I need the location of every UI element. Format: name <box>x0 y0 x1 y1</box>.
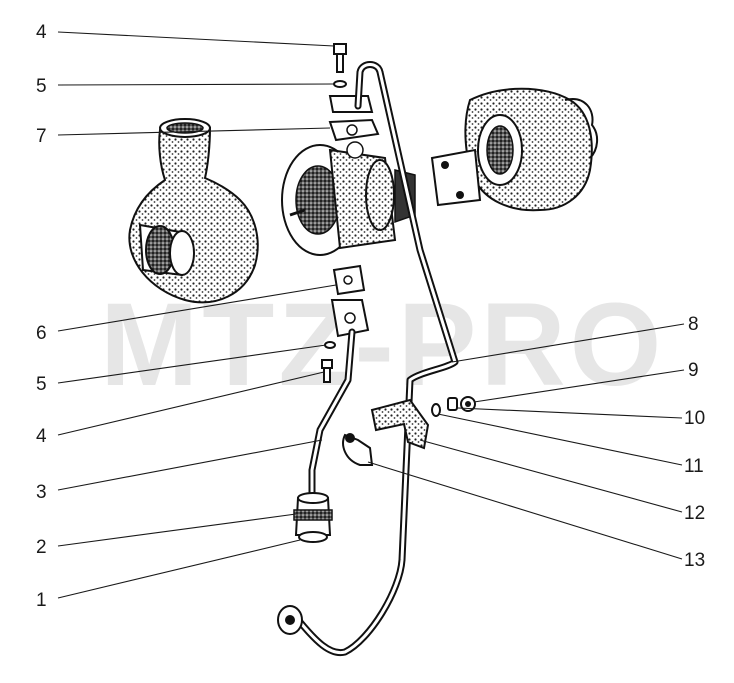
leader-5-mid <box>57 344 327 384</box>
callout-label-5-top: 5 <box>36 76 47 97</box>
callout-label-13: 13 <box>684 550 705 571</box>
bracket-parts <box>342 396 476 466</box>
leader-6 <box>57 284 337 332</box>
rotor-assembly <box>281 141 416 256</box>
callout-label-2: 2 <box>36 537 47 558</box>
callout-label-10: 10 <box>684 408 705 429</box>
leader-7 <box>57 127 331 136</box>
leader-11 <box>437 413 683 466</box>
hose-clamp <box>293 492 333 543</box>
callout-label-7: 7 <box>36 126 47 147</box>
leader-13 <box>367 461 683 560</box>
callout-label-9: 9 <box>688 360 699 381</box>
leader-2 <box>57 513 297 547</box>
callout-label-6: 6 <box>36 323 47 344</box>
callout-label-12: 12 <box>684 503 705 524</box>
callout-label-3: 3 <box>36 482 47 503</box>
callout-label-5-mid: 5 <box>36 374 47 395</box>
leader-5-top <box>57 83 335 86</box>
leader-1 <box>57 539 301 599</box>
callouts-right: 8 9 10 11 12 13 <box>367 314 705 571</box>
leader-4-top <box>57 31 335 47</box>
callout-label-1: 1 <box>36 590 47 611</box>
leader-3 <box>57 439 323 491</box>
callouts-left: 4 5 7 6 5 4 3 2 1 <box>36 22 337 611</box>
callout-label-4-mid: 4 <box>36 426 47 447</box>
compressor-housing <box>128 118 259 304</box>
leader-8 <box>451 323 685 363</box>
oil-feed-pipe <box>277 61 459 657</box>
leader-4-mid <box>57 371 325 436</box>
leader-10 <box>457 407 683 419</box>
callout-label-11: 11 <box>684 456 704 477</box>
callout-label-8: 8 <box>688 314 699 335</box>
lower-fasteners <box>321 264 370 383</box>
top-fasteners <box>328 43 380 142</box>
drain-tube <box>308 328 356 496</box>
callout-label-4-top: 4 <box>36 22 47 43</box>
leader-9 <box>473 369 685 403</box>
leader-12 <box>419 439 683 513</box>
turbine-housing <box>430 87 598 212</box>
